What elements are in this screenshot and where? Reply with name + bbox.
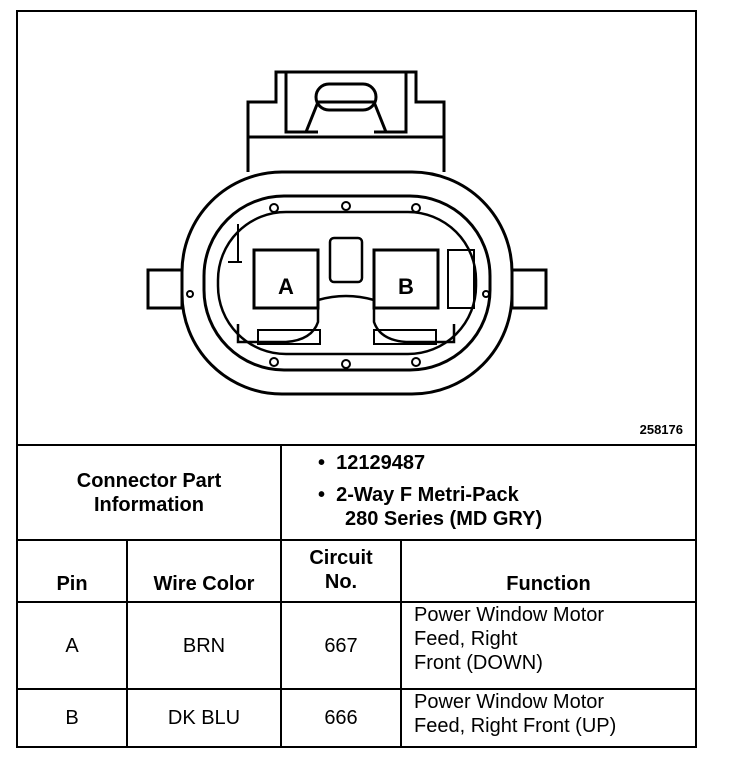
header-function: Function [506, 573, 591, 595]
description-line-2: 280 Series (MD GRY) [345, 508, 543, 530]
row-a-pin: A [65, 634, 79, 657]
row-b-pin: B [65, 707, 79, 729]
table-row-border-2 [18, 688, 695, 690]
cavity-a-terminal [252, 248, 320, 310]
connector-diagram: A B [146, 70, 548, 396]
description-line-1: • 2-Way F Metri-Pack [318, 484, 519, 506]
row-b-function: Power Window Motor Feed, Right Front (UP… [414, 691, 617, 737]
table-row-border-1 [18, 601, 695, 603]
cavity-b-label: B [398, 274, 414, 299]
header-wire-color: Wire Color [153, 573, 255, 595]
part-number-line: • 12129487 [318, 452, 426, 474]
figure-id: 258176 [639, 422, 683, 437]
table-header-border [18, 539, 695, 541]
row-a-circuit: 667 [324, 634, 358, 657]
table-top-border [18, 444, 695, 446]
header-pin: Pin [56, 573, 88, 595]
connector-part-info-label: Connector Part Information [76, 469, 222, 516]
row-b-wire-color: DK BLU [167, 707, 241, 729]
row-a-function: Power Window Motor Feed, Right Front (DO… [414, 604, 605, 674]
row-a-wire-color: BRN [182, 634, 226, 657]
row-b-circuit: 666 [324, 707, 358, 729]
header-circuit-no: Circuit No. [309, 547, 373, 593]
part-number: 12129487 [336, 452, 426, 474]
cavity-a-label: A [278, 274, 294, 299]
connector-part-details: • 12129487 • 2-Way F Metri-Pack 280 Seri… [318, 451, 542, 531]
cavity-b-terminal [372, 248, 440, 310]
connector-sheet: A B 258176 Connector Part Information Pi… [16, 10, 697, 748]
